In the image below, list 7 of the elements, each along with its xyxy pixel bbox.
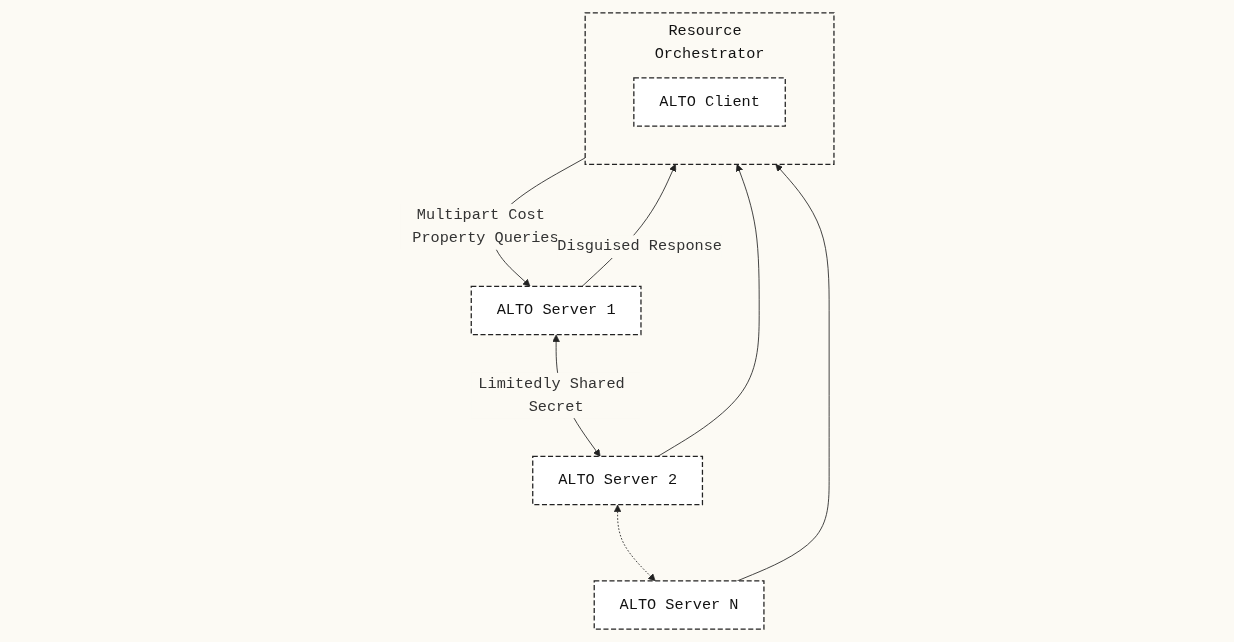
edge-label: Disguised Response (556, 237, 722, 255)
node-box: ALTO Server 2 (531, 455, 703, 506)
edge-label: Multipart Cost Property Queries (411, 206, 559, 247)
node-box: ALTO Server N (593, 580, 765, 630)
node-box: ALTO Client (632, 77, 786, 127)
edge-label: Limitedly Shared Secret (477, 375, 625, 415)
node-box: ALTO Server 1 (470, 285, 642, 336)
